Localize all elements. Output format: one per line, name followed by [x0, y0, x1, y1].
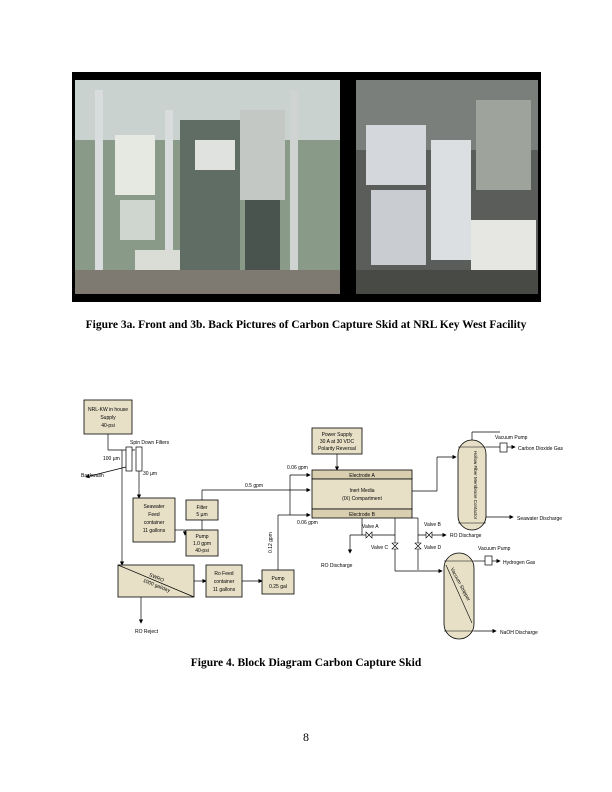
- power-supply-line-2: 30 A at 30 VDC: [320, 439, 355, 445]
- electrode-a-label: Electrode A: [349, 473, 375, 479]
- ro-reject-label: RO Reject: [135, 629, 159, 635]
- pump-1-line-1: Pump: [195, 534, 208, 540]
- power-supply-line-1: Power Supply: [322, 432, 353, 438]
- figure3-caption: Figure 3a. Front and 3b. Back Pictures o…: [85, 319, 527, 331]
- inert-media-line-2: (IX) Compartment: [342, 496, 382, 502]
- filter-5-line-2: 5 µm: [196, 512, 207, 518]
- power-supply-box: [311, 427, 363, 455]
- inert-media-box: [311, 478, 413, 510]
- valve-b-icon: [425, 531, 433, 539]
- block-diagram: NRL-KW in house Supply 40-psi Spin Down …: [81, 399, 564, 640]
- contactor-vessel: [457, 439, 487, 531]
- valve-c-icon: [391, 542, 399, 550]
- spin-down-filters-label: Spin Down Filters: [130, 440, 170, 446]
- valve-a-icon: [365, 531, 373, 539]
- filter-30-label: 30 µm: [143, 471, 157, 477]
- vacuum-pump-bottom-icon: [484, 555, 493, 566]
- valve-d-label: Valve D: [424, 545, 442, 551]
- power-supply-line-3: Polarity Reversal: [318, 446, 356, 452]
- inert-media-line-1: Inert Media: [349, 488, 374, 494]
- vacuum-pump-bottom-label: Vacuum Pump: [478, 546, 511, 552]
- ro-feed-line-3: 11 gallons: [213, 587, 236, 593]
- filter-5-line-1: Filter: [196, 505, 207, 511]
- hydrogen-gas-label: Hydrogen Gas: [503, 560, 536, 566]
- backwash-label: Backwash: [81, 473, 104, 479]
- swro-line-1: SWRO: [148, 572, 165, 583]
- flow-05-label: 0.5 gpm: [245, 483, 263, 489]
- filter-100-label: 100 µm: [103, 456, 120, 462]
- valve-b-label: Valve B: [424, 522, 442, 528]
- seawater-feed-line-3: container: [144, 520, 165, 526]
- pump-2-box: [261, 569, 295, 595]
- figure3-photo-panel: [72, 72, 541, 302]
- pump-1-line-3: 40-psi: [195, 548, 209, 554]
- supply-box: [83, 399, 133, 435]
- valve-a-label: Valve A: [362, 524, 379, 530]
- seawater-feed-line-1: Seawater: [143, 504, 164, 510]
- supply-line-3: 40-psi: [101, 423, 115, 429]
- filter-30-icon: [135, 446, 143, 472]
- vacuum-stripper-vessel: [443, 552, 475, 640]
- seawater-discharge-label: Seawater Discharge: [517, 516, 562, 522]
- pump-1-box: [185, 529, 219, 557]
- naoh-discharge-label: NaOH Discharge: [500, 630, 538, 636]
- ro-feed-line-1: Ro Feed: [214, 571, 233, 577]
- valve-d-icon: [414, 542, 422, 550]
- seawater-feed-box: [132, 497, 176, 543]
- seawater-feed-line-2: Feed: [148, 512, 160, 518]
- ro-discharge-right-label: RO Discharge: [450, 533, 482, 539]
- electrode-b-label: Electrode B: [349, 512, 376, 518]
- vacuum-pump-top-label: Vacuum Pump: [495, 435, 528, 441]
- co2-gas-label: Carbon Dioxide Gas: [518, 446, 564, 452]
- seawater-feed-line-4: 11 gallons: [143, 528, 166, 534]
- flow-006-bottom-label: 0.06 gpm: [297, 520, 318, 526]
- filter-100-icon: [125, 446, 133, 472]
- pump-2-line-2: 0.25 gal: [269, 584, 287, 590]
- pump-1-line-2: 1.0 gpm: [193, 541, 211, 547]
- valve-c-label: Valve C: [371, 545, 389, 551]
- vacuum-pump-top-icon: [499, 442, 508, 453]
- ro-discharge-left-label: RO Discharge: [321, 563, 353, 569]
- page-number: 8: [303, 730, 309, 744]
- back-photo: [356, 80, 538, 294]
- front-photo: [75, 80, 340, 294]
- flow-012-label: 0.12 gpm: [268, 532, 274, 553]
- supply-line-1: NRL-KW in house: [88, 407, 128, 413]
- ro-feed-line-2: container: [214, 579, 235, 585]
- contactor-label: Hollow Fiber Membrane Contactor: [473, 451, 478, 520]
- pump-2-line-1: Pump: [271, 576, 284, 582]
- flow-006-top-label: 0.06 gpm: [287, 465, 308, 471]
- supply-line-2: Supply: [100, 415, 116, 421]
- figure4-caption: Figure 4. Block Diagram Carbon Capture S…: [190, 657, 422, 669]
